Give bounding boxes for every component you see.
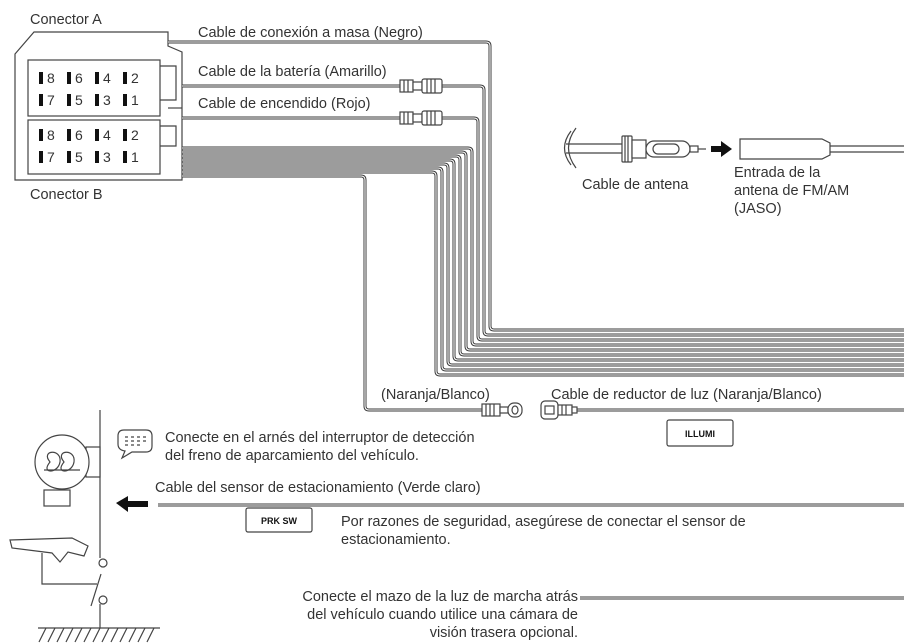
- pin-number: 5: [75, 149, 83, 165]
- pin-marker: [39, 94, 43, 106]
- pin-marker: [67, 94, 71, 106]
- wire-orange-white: [182, 174, 482, 412]
- prk-sw-tag: PRK SW: [245, 507, 313, 533]
- parking-sensor-wire-label: Cable del sensor de estacionamiento (Ver…: [155, 480, 481, 496]
- connector-a-label: Conector A: [30, 12, 102, 28]
- dimmer-wire-label: Cable de reductor de luz (Naranja/Blanco…: [551, 387, 822, 403]
- wire-bundle-b: [182, 146, 904, 377]
- pin-number: 6: [75, 70, 83, 86]
- battery-wire-label: Cable de la batería (Amarillo): [198, 64, 387, 80]
- pin-number: 2: [131, 70, 139, 86]
- antenna-input-label-line2: antena de FM/AM: [734, 183, 849, 199]
- pin-number: 1: [131, 92, 139, 108]
- pin-marker: [39, 151, 43, 163]
- antenna-input-label-line1: Entrada de la: [734, 165, 821, 181]
- pin-marker: [39, 72, 43, 84]
- ground-wire-label: Cable de conexión a masa (Negro): [198, 25, 423, 41]
- antenna-cable-label: Cable de antena: [582, 177, 689, 193]
- connector-b-pins: 8 6 4 2 7 5 3 1: [39, 127, 139, 165]
- relay-icon: [34, 434, 101, 490]
- hint-bubble-icon: [117, 429, 153, 460]
- ignition-plug: [399, 110, 443, 126]
- prk-sw-tag-label: PRK SW: [261, 516, 298, 526]
- pin-marker: [123, 151, 127, 163]
- pin-marker: [95, 151, 99, 163]
- orange-white-wire-label: (Naranja/Blanco): [381, 387, 490, 403]
- pin-marker: [95, 72, 99, 84]
- connector-b-body: [27, 119, 161, 175]
- dimmer-plug: [540, 400, 578, 420]
- pin-number: 3: [103, 92, 111, 108]
- wire-battery: [182, 84, 904, 337]
- reverse-note-line3: visión trasera opcional.: [430, 625, 578, 641]
- pin-marker: [123, 129, 127, 141]
- illumi-tag: ILLUMI: [666, 419, 734, 447]
- pin-number: 2: [131, 127, 139, 143]
- battery-plug: [399, 78, 443, 94]
- orange-white-plug: [481, 402, 523, 418]
- ground-symbol-icon: [38, 627, 160, 643]
- pin-number: 5: [75, 92, 83, 108]
- wire-ignition: [182, 116, 904, 342]
- pin-number: 8: [47, 127, 55, 143]
- brake-pedal-icon: [9, 537, 89, 563]
- pin-marker: [39, 129, 43, 141]
- antenna-cable: [563, 127, 706, 169]
- reverse-note-line1: Conecte el mazo de la luz de marcha atrá…: [302, 589, 578, 605]
- pin-number: 4: [103, 127, 111, 143]
- pin-marker: [123, 94, 127, 106]
- pin-number: 7: [47, 92, 55, 108]
- ignition-wire-label: Cable de encendido (Rojo): [198, 96, 371, 112]
- pin-marker: [95, 129, 99, 141]
- pin-number: 3: [103, 149, 111, 165]
- arrow-right-icon: [711, 141, 732, 157]
- illumi-tag-label: ILLUMI: [685, 429, 715, 439]
- pin-number: 8: [47, 70, 55, 86]
- parking-brake-note-line2: del freno de aparcamiento del vehículo.: [165, 448, 419, 464]
- safety-note-line1: Por razones de seguridad, asegúrese de c…: [341, 514, 746, 530]
- pin-marker: [123, 72, 127, 84]
- pin-marker: [67, 72, 71, 84]
- parking-brake-note-line1: Conecte en el arnés del interruptor de d…: [165, 430, 475, 446]
- reverse-note-line2: del vehículo cuando utilice una cámara d…: [307, 607, 578, 623]
- pin-marker: [95, 94, 99, 106]
- parking-brake-switch-diagram: [9, 410, 160, 643]
- connector-a-pins: 8 6 4 2 7 5 3 1: [39, 70, 139, 108]
- antenna-input-label-line3: (JASO): [734, 201, 782, 217]
- pin-number: 6: [75, 127, 83, 143]
- antenna-input: [739, 138, 904, 160]
- connector-b-label: Conector B: [30, 187, 103, 203]
- connector-a-body: [27, 59, 161, 117]
- arrow-left-icon: [116, 496, 148, 512]
- pin-number: 7: [47, 149, 55, 165]
- pin-number: 1: [131, 149, 139, 165]
- safety-note-line2: estacionamiento.: [341, 532, 451, 548]
- pin-marker: [67, 151, 71, 163]
- wire-ground: [168, 40, 904, 332]
- pin-marker: [67, 129, 71, 141]
- pin-number: 4: [103, 70, 111, 86]
